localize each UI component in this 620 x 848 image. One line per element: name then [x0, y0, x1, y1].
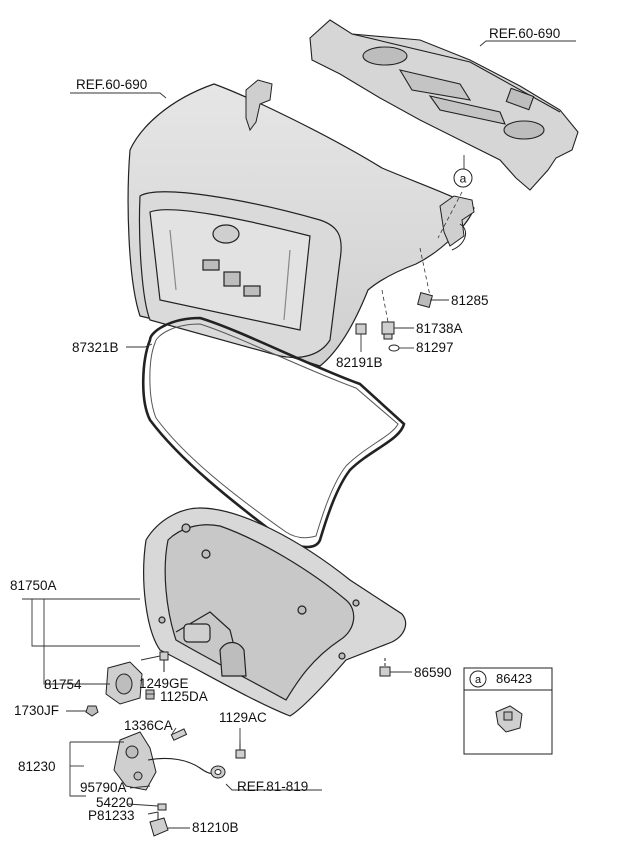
part-label-81230: 81230 — [18, 759, 56, 774]
part-label-P81233: P81233 — [88, 808, 135, 823]
bolt-1129AC — [235, 740, 246, 759]
part-label-81285: 81285 — [451, 293, 489, 308]
part-label-81750A: 81750A — [10, 578, 57, 593]
bumper-81738A — [381, 321, 395, 340]
part-label-1129AC: 1129AC — [219, 710, 267, 725]
part-label-82191B: 82191B — [336, 355, 383, 370]
weatherstrip-87321B — [141, 316, 406, 549]
trunk-hinge-left — [245, 79, 273, 132]
latch-actuator-81754 — [105, 661, 143, 705]
bolt-1249GE — [159, 651, 169, 672]
position-lines — [381, 191, 463, 323]
callout-marker-label: a — [460, 172, 467, 186]
ref-label-rear-panel: REF.60-690 — [489, 26, 561, 41]
bolt-1336CA — [170, 728, 188, 741]
grommet-81297 — [388, 344, 400, 352]
inset-box: a 86423 — [463, 667, 553, 755]
nut-1730JF — [85, 705, 99, 717]
part-label-1730JF: 1730JF — [14, 703, 60, 718]
part-label-95790A: 95790A — [80, 780, 127, 795]
part-label-86590: 86590 — [414, 665, 452, 680]
leader-lines — [22, 40, 576, 829]
rear-panel — [309, 19, 579, 191]
trunk-hinge-right — [439, 195, 475, 251]
cable-end-fitting — [210, 765, 226, 779]
bumper-stop-81285 — [417, 292, 433, 308]
bolt-54220 — [157, 803, 167, 811]
nut-1125DA — [145, 689, 155, 700]
trunk-lid-trim — [143, 507, 407, 717]
part-label-1125DA: 1125DA — [160, 689, 208, 704]
inset-marker-label: a — [475, 674, 482, 686]
clip-82191B — [355, 323, 367, 335]
ref-label-trunk-lid: REF.60-690 — [76, 77, 148, 92]
callout-marker-circle — [453, 168, 473, 188]
part-label-81738A: 81738A — [416, 321, 463, 336]
part-label-1249GE: 1249GE — [139, 676, 189, 691]
trunk-latch-81230 — [113, 731, 157, 791]
part-label-81297: 81297 — [416, 340, 454, 355]
inset-part-86423 — [495, 705, 523, 733]
part-label-81210B: 81210B — [192, 820, 239, 835]
part-label-54220: 54220 — [96, 795, 134, 810]
part-label-1336CA: 1336CA — [124, 718, 173, 733]
part-label-87321B: 87321B — [72, 340, 119, 355]
striker-81210B — [149, 812, 169, 837]
part-label-81754: 81754 — [44, 677, 82, 692]
ref-label-lock-cable: REF.81-819 — [237, 779, 309, 794]
clip-86590 — [379, 658, 391, 677]
inset-part-number: 86423 — [496, 671, 532, 686]
trunk-lid — [127, 83, 475, 367]
